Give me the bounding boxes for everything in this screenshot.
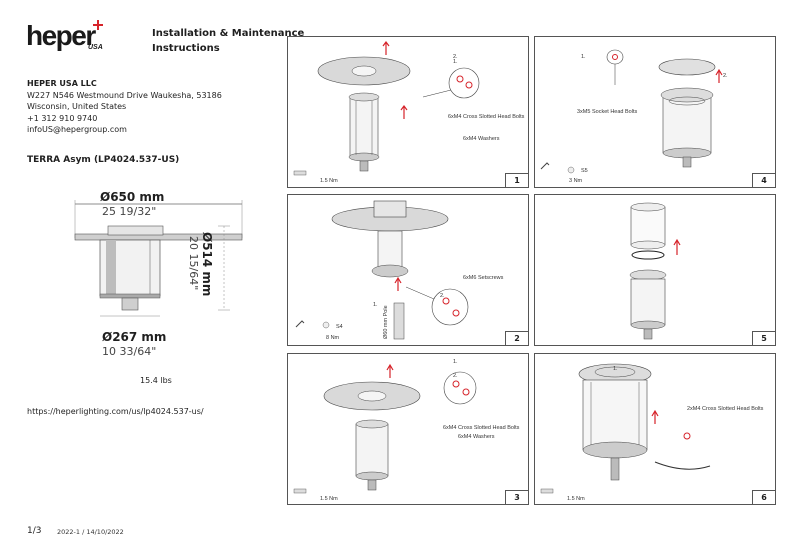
- step-panel-4: 1. 2. 3xM5 Socket Head Bolts S5 3 Nm 4: [534, 36, 776, 188]
- top-diameter-in: 25 19/32": [102, 205, 157, 218]
- step-3-label-2: 2.: [453, 373, 458, 379]
- step-5-number: 5: [752, 331, 775, 345]
- step-3-number: 3: [505, 490, 528, 504]
- company-name: HEPER USA LLC: [27, 79, 97, 88]
- title-line-1: Installation & Maintenance: [152, 28, 305, 39]
- company-info: HEPER USA LLC W227 N546 Westmound Drive …: [27, 78, 222, 136]
- step-1-number: 1: [505, 173, 528, 187]
- step-2-label-1: 1.: [373, 302, 378, 308]
- step-panel-6: 1. 2xM4 Cross Slotted Head Bolts 1.5 Nm …: [534, 353, 776, 505]
- step-6-label-1: 1.: [613, 366, 618, 372]
- step-6-note-bolts: 2xM4 Cross Slotted Head Bolts: [687, 406, 764, 412]
- step-4-torque: 3 Nm: [569, 178, 583, 184]
- bottom-diameter-in: 10 33/64": [102, 345, 157, 358]
- step-1-illustration: [293, 41, 480, 176]
- step-2-number: 2: [505, 331, 528, 345]
- company-address-2: Wisconsin, United States: [27, 102, 127, 112]
- step-2-torque: 8 Nm: [326, 335, 340, 341]
- step-3-illustration: [293, 363, 477, 494]
- step-4-note-bolts: 3xM5 Socket Head Bolts: [577, 109, 638, 115]
- company-phone: +1 312 910 9740: [27, 113, 98, 123]
- logo-wordmark: heper: [26, 20, 96, 51]
- step-3-label-1: 1.: [453, 359, 458, 365]
- step-2-tool: S4: [336, 324, 343, 330]
- step-5-illustration: [629, 202, 681, 340]
- step-1-torque: 1.5 Nm: [320, 178, 338, 184]
- step-4-label-2: 2.: [723, 73, 728, 79]
- step-6-torque: 1.5 Nm: [567, 496, 585, 502]
- step-1-label-1: 1.: [453, 59, 458, 65]
- title-line-2: Instructions: [152, 43, 220, 54]
- step-4-label-1: 1.: [581, 54, 586, 60]
- step-4-tool: S5: [581, 168, 588, 174]
- logo-usa: USA: [88, 44, 103, 51]
- step-2-illustration: [295, 200, 469, 340]
- step-3-note-washers: 6xM4 Washers: [458, 434, 495, 440]
- step-1-note-bolts: 6xM4 Cross Slotted Head Bolts: [448, 114, 525, 120]
- step-2-note-setscrews: 6xM6 Setscrews: [463, 275, 504, 281]
- height-mm: Ø514 mm: [200, 232, 214, 297]
- step-panel-3: 1. 2. 6xM4 Cross Slotted Head Bolts 6xM4…: [287, 353, 529, 505]
- step-4-illustration: [540, 49, 723, 174]
- page-number: 1/3: [27, 526, 42, 536]
- step-2-label-2: 2.: [440, 293, 445, 299]
- document-version: 2022-1 / 14/10/2022: [57, 528, 124, 536]
- bottom-diameter-mm: Ø267 mm: [102, 330, 167, 344]
- step-3-torque: 1.5 Nm: [320, 496, 338, 502]
- product-name: TERRA Asym (LP4024.537-US): [27, 155, 180, 165]
- step-panel-5: 5: [534, 194, 776, 346]
- luminaire-side-view: [74, 200, 243, 317]
- step-1-label-2: 2.: [453, 54, 458, 60]
- product-weight: 15.4 lbs: [140, 376, 172, 385]
- company-email: infoUS@hepergroup.com: [27, 125, 127, 135]
- step-1-note-washers: 6xM4 Washers: [463, 136, 500, 142]
- logo-plus-icon: [93, 20, 103, 30]
- product-url[interactable]: https://heperlighting.com/us/lp4024.537-…: [27, 407, 204, 416]
- company-address-1: W227 N546 Westmound Drive Waukesha, 5318…: [27, 90, 222, 100]
- step-3-note-bolts: 6xM4 Cross Slotted Head Bolts: [443, 425, 520, 431]
- height-in: 20 15/64": [187, 236, 200, 291]
- top-diameter-mm: Ø650 mm: [100, 190, 165, 204]
- step-4-number: 4: [752, 173, 775, 187]
- step-6-number: 6: [752, 490, 775, 504]
- step-6-illustration: [540, 363, 711, 494]
- heper-logo: heper USA: [26, 20, 112, 56]
- step-panel-2: 6xM6 Setscrews 1. 2. Ø60 mm Pole S4 8 Nm…: [287, 194, 529, 346]
- step-panel-1: 1. 2. 6xM4 Cross Slotted Head Bolts 6xM4…: [287, 36, 529, 188]
- step-2-pole-label: Ø60 mm Pole: [383, 305, 389, 339]
- document-title: Installation & Maintenance Instructions: [152, 26, 304, 56]
